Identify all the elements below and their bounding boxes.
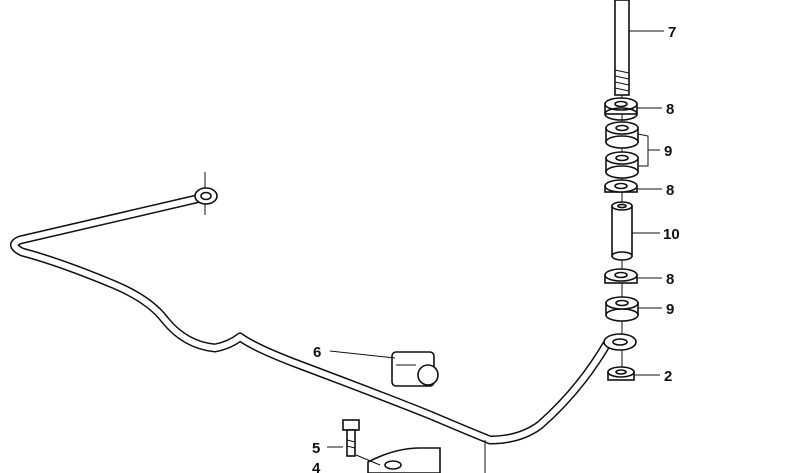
bar-left-end-eye [194, 172, 218, 215]
bushing-part-9-bottom [605, 296, 639, 322]
callout-9-bottom: 9 [666, 301, 674, 318]
bolt-part-7 [614, 0, 630, 96]
washer-part-8-top [604, 97, 638, 121]
nut-part-2 [607, 366, 635, 381]
stabilizer-bar [10, 192, 613, 445]
callout-8-lower: 8 [666, 271, 674, 288]
washer-part-8-middle [604, 179, 638, 193]
callout-10: 10 [663, 226, 680, 243]
bushing-part-9-upper [605, 121, 639, 149]
callout-5: 5 [312, 440, 320, 457]
sleeve-part-10 [611, 201, 633, 261]
washer-part-8-lower [604, 268, 638, 284]
callout-8-top: 8 [666, 101, 674, 118]
callout-9-top: 9 [664, 143, 672, 160]
bracket-part-4 [355, 447, 441, 473]
callout-7: 7 [668, 24, 676, 41]
callout-labels: 7 8 9 8 10 8 9 2 6 5 4 [312, 24, 680, 473]
bar-right-end-eye [603, 333, 637, 351]
callout-6: 6 [313, 344, 321, 361]
leader-lines [327, 30, 664, 473]
callout-2: 2 [664, 368, 672, 385]
bushing-part-9-lower [605, 151, 639, 179]
callout-4: 4 [312, 460, 321, 473]
callout-8-middle: 8 [666, 182, 674, 199]
rubber-mount-part-6 [391, 351, 439, 387]
bolt-part-5 [342, 419, 360, 457]
